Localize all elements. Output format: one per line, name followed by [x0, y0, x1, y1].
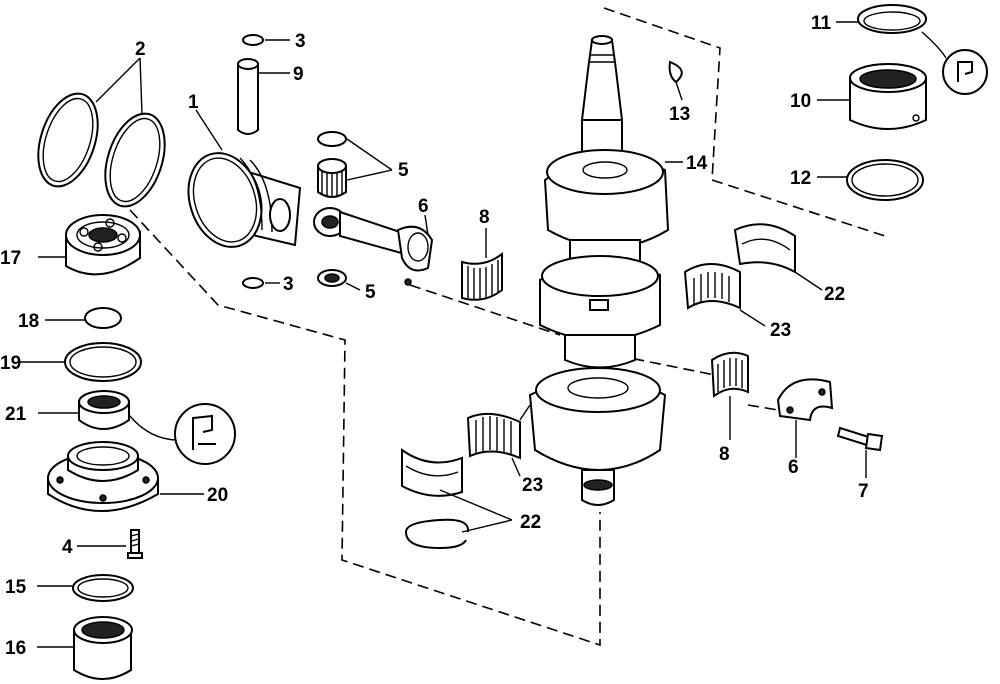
callout-16: 16 — [5, 638, 26, 659]
callout-19: 19 — [0, 353, 21, 374]
callout-18: 18 — [18, 311, 39, 332]
sleeve-bearing-part — [73, 616, 133, 680]
needle-cage-right-part — [683, 263, 741, 310]
needle-cage-lower-part — [710, 351, 749, 398]
snap-ring-part-bottom — [242, 277, 264, 289]
callout-2: 2 — [135, 39, 146, 60]
callout-5-bottom: 5 — [365, 282, 376, 303]
leader-lines — [20, 21, 867, 648]
callout-8-upper: 8 — [479, 207, 490, 228]
bearing-race-left-part — [401, 448, 463, 497]
seal-detail-inset — [128, 403, 236, 465]
woodruff-key-part — [668, 60, 683, 84]
callout-6-rod: 6 — [418, 196, 429, 217]
callout-6-cap: 6 — [788, 457, 799, 478]
callout-14: 14 — [686, 153, 708, 174]
callout-8-lower: 8 — [719, 444, 730, 465]
needle-bearing-lower-part — [317, 269, 347, 287]
bearing-race-right-part — [733, 223, 796, 274]
callout-23-left: 23 — [522, 475, 543, 496]
seal-part — [78, 390, 130, 430]
seal-ring-part — [846, 159, 924, 201]
bearing-housing-part — [47, 441, 159, 512]
callout-7: 7 — [858, 481, 869, 502]
o-ring-part — [64, 342, 142, 382]
piston-part — [187, 152, 302, 248]
callout-3-bottom: 3 — [283, 274, 294, 295]
rod-cap-part — [776, 378, 834, 422]
callout-13: 13 — [669, 104, 690, 125]
callout-22-right: 22 — [824, 284, 845, 305]
callout-23-right: 23 — [770, 320, 791, 341]
small-ring-part — [84, 307, 122, 329]
callout-4: 4 — [62, 537, 73, 558]
callout-17: 17 — [0, 248, 21, 269]
cap-screw-part — [836, 426, 884, 452]
roller-bearing-part — [849, 63, 927, 130]
callout-22-left: 22 — [520, 512, 541, 533]
retaining-ring-detail-inset — [921, 31, 988, 95]
wrist-pin-part — [237, 58, 259, 135]
callout-20: 20 — [207, 485, 228, 506]
snap-ring-part-top — [242, 34, 264, 46]
callout-12: 12 — [790, 168, 811, 189]
needle-bearing-upper-part — [317, 131, 347, 198]
needle-cage-left-part — [466, 412, 521, 460]
callout-21: 21 — [5, 404, 27, 425]
callout-11: 11 — [811, 13, 832, 34]
crankshaft-part — [528, 35, 670, 506]
callout-9: 9 — [293, 64, 304, 85]
retaining-ring-left-part — [404, 518, 470, 550]
lower-o-ring-part — [72, 574, 134, 602]
ball-bearing-part — [65, 214, 141, 276]
retaining-ring-part — [857, 4, 927, 34]
bolt-part — [127, 529, 143, 559]
callout-5-top: 5 — [398, 160, 409, 181]
callout-10: 10 — [790, 91, 811, 112]
callout-labels: 2 3 9 1 5 6 8 3 5 17 18 19 21 20 4 15 16… — [0, 13, 869, 659]
connecting-rod-part — [313, 207, 434, 286]
callout-3-top: 3 — [295, 31, 306, 52]
callout-1: 1 — [188, 92, 199, 113]
needle-cage-upper-part — [461, 251, 503, 301]
piston-rings-part — [37, 92, 166, 208]
callout-15: 15 — [5, 577, 27, 598]
